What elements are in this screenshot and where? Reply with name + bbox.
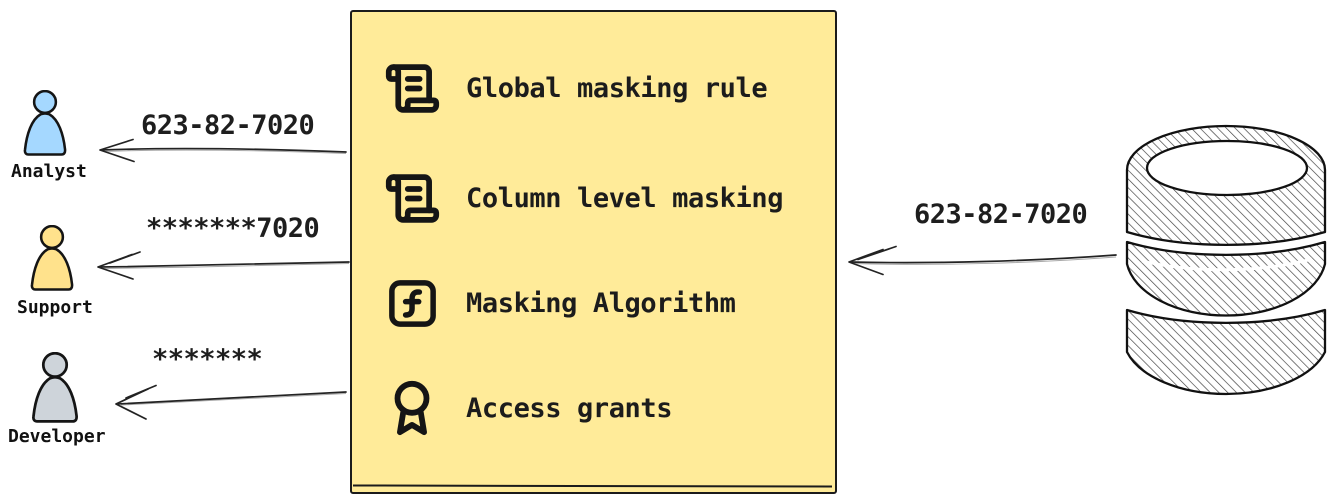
support-person-icon: [30, 224, 74, 291]
database-sent-value: 623-82-7020: [914, 199, 1088, 230]
arrow-box-to-analyst: [99, 138, 347, 163]
persona-analyst: [21, 89, 69, 156]
database-icon: [1122, 112, 1330, 396]
analyst-received-value: 623-82-7020: [141, 110, 315, 141]
developer-person-icon: [32, 351, 78, 423]
support-received-value: *******7020: [146, 213, 320, 244]
rule-label: Masking Algorithm: [466, 287, 736, 319]
scroll-text-icon: [382, 60, 442, 117]
rule-label: Access grants: [466, 392, 673, 424]
persona-support: [28, 224, 76, 291]
rule-row-global-masking: Global masking rule: [382, 52, 768, 124]
rule-label: Column level masking: [466, 182, 784, 214]
scroll-text-icon: [382, 170, 442, 227]
masking-policy-box: Global masking rule Column level masking: [350, 10, 837, 494]
rule-row-access-grants: Access grants: [382, 372, 673, 444]
arrow-box-to-support: [97, 251, 350, 280]
rule-label: Global masking rule: [466, 72, 768, 104]
rule-row-column-masking: Column level masking: [382, 162, 784, 234]
sketch-border-line: [352, 484, 833, 488]
persona-support-label: Support: [17, 297, 93, 318]
function-icon: [382, 276, 442, 331]
award-icon: [382, 379, 442, 437]
arrow-database-to-box: [848, 245, 1117, 276]
rule-row-masking-algorithm: Masking Algorithm: [382, 267, 736, 339]
persona-analyst-label: Analyst: [11, 161, 87, 182]
developer-received-value: *******: [152, 344, 263, 375]
arrow-box-to-developer: [115, 384, 347, 420]
persona-developer-label: Developer: [8, 426, 106, 447]
analyst-person-icon: [23, 89, 67, 156]
persona-developer: [29, 351, 81, 423]
